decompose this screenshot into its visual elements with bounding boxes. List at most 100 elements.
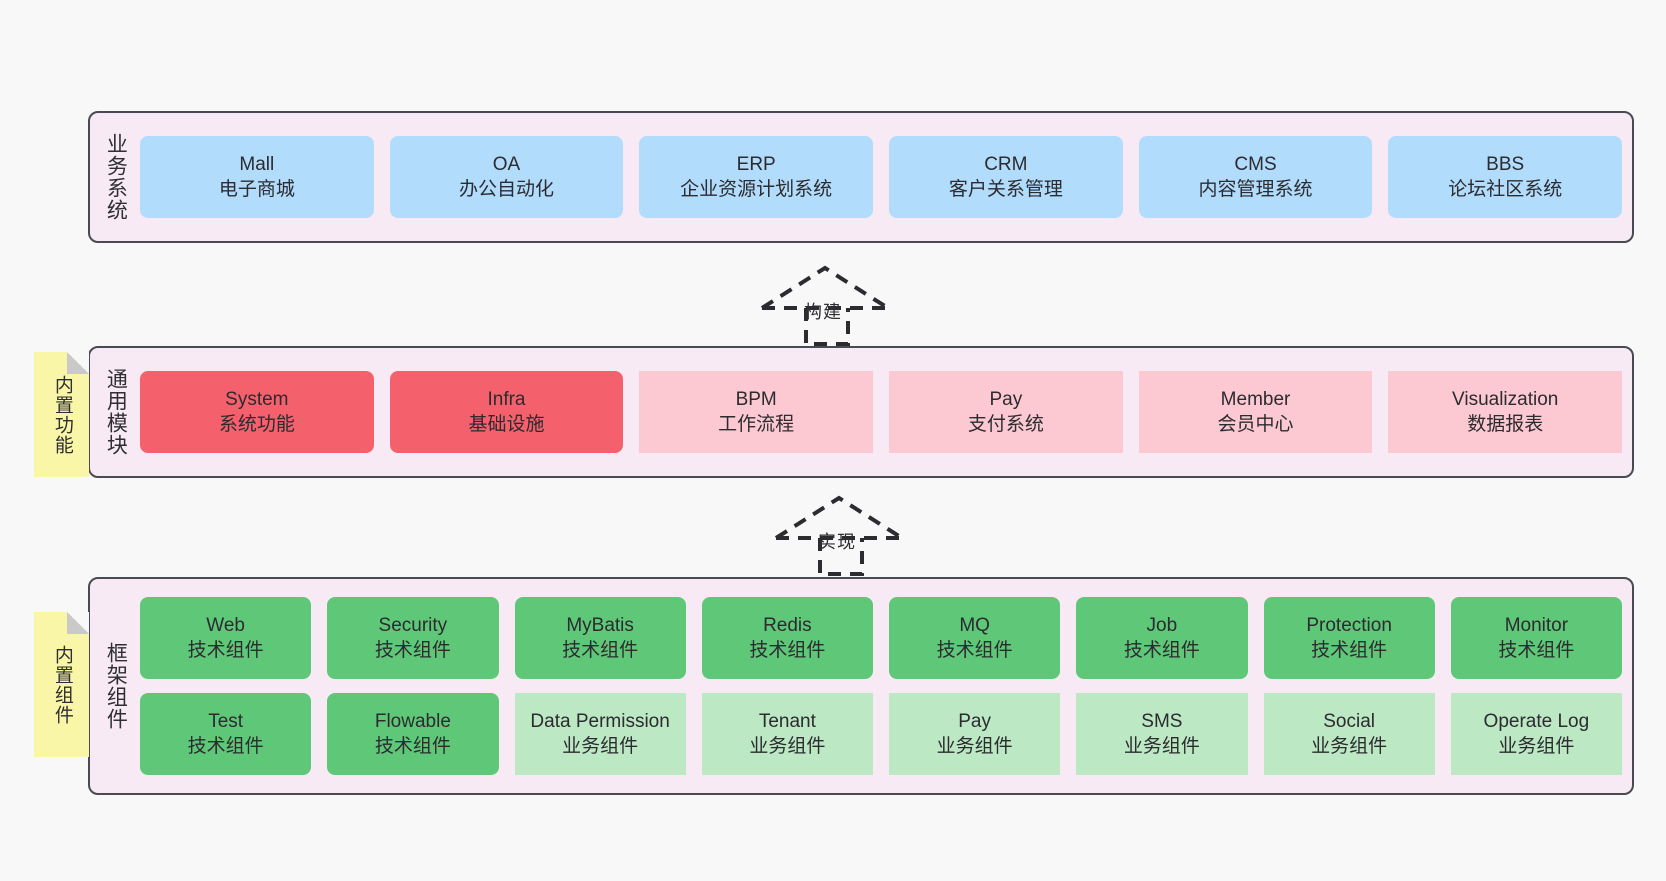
framework-row-tech: Web 技术组件 Security 技术组件 MyBatis 技术组件 Redi… [140,597,1622,679]
node-label-en: Pay [958,710,991,732]
node-label-en: ERP [736,153,776,175]
node-label-en: OA [492,153,521,175]
node-label-cn: 办公自动化 [459,179,555,200]
arrowhead-triangle-dashed [760,265,890,310]
node-tenant[interactable]: Tenant 业务组件 [701,693,873,775]
node-label-en: Member [1220,388,1291,410]
layer-framework-components: 框架组件 Web 技术组件 Security 技术组件 MyBatis 技术组件… [88,577,1634,795]
connector-implement-arrow [774,495,904,576]
connector-build-arrow [760,265,890,346]
business-row: Mall 电子商城 OA 办公自动化 ERP 企业资源计划系统 CRM 客户关系… [140,136,1623,218]
note-fold-corner-icon [67,612,89,634]
node-label-cn: 会员中心 [1217,414,1294,435]
layer-business-title: 业务系统 [104,133,128,221]
node-monitor[interactable]: Monitor 技术组件 [1450,597,1622,679]
node-label-cn: 技术组件 [374,736,451,757]
node-label-en: BPM [735,388,777,410]
node-label-cn: 数据报表 [1467,414,1544,435]
node-label-en: Operate Log [1483,710,1590,732]
node-label-en: MyBatis [566,614,634,636]
node-label-cn: 客户关系管理 [948,179,1063,200]
connector-build-label: 构建 [804,302,842,322]
node-label-en: Tenant [758,710,816,732]
node-sms[interactable]: SMS 业务组件 [1076,693,1248,775]
node-member[interactable]: Member 会员中心 [1138,371,1373,453]
node-label-cn: 内容管理系统 [1198,179,1313,200]
node-label-cn: 论坛社区系统 [1448,179,1563,200]
framework-row-business: Test 技术组件 Flowable 技术组件 Data Permission … [140,693,1622,775]
node-pay-component[interactable]: Pay 业务组件 [889,693,1061,775]
node-social[interactable]: Social 业务组件 [1263,693,1435,775]
layer-common-title: 通用模块 [104,368,128,456]
node-system[interactable]: System 系统功能 [140,371,374,453]
node-label-cn: 技术组件 [562,640,639,661]
node-label-cn: 基础设施 [468,414,545,435]
node-label-en: CMS [1234,153,1277,175]
node-infra[interactable]: Infra 基础设施 [389,371,624,453]
node-label-cn: 工作流程 [718,414,795,435]
connector-build: 构建 [758,262,908,346]
node-crm[interactable]: CRM 客户关系管理 [889,136,1123,218]
connector-implement-label: 实现 [818,532,856,552]
node-label-en: SMS [1141,710,1183,732]
note-builtin-components: 内置组件 [34,612,89,757]
node-label-cn: 技术组件 [187,640,264,661]
node-label-cn: 业务组件 [749,736,826,757]
node-label-en: Job [1146,614,1178,636]
node-label-cn: 业务组件 [562,736,639,757]
arrowhead-triangle-dashed [774,495,904,540]
node-label-en: Web [206,614,245,636]
node-mq[interactable]: MQ 技术组件 [889,597,1061,679]
node-job[interactable]: Job 技术组件 [1076,597,1248,679]
node-bbs[interactable]: BBS 论坛社区系统 [1388,136,1623,218]
node-label-en: Mall [239,153,275,175]
node-security[interactable]: Security 技术组件 [327,597,499,679]
node-oa[interactable]: OA 办公自动化 [389,136,624,218]
note-label: 内置功能 [51,374,73,455]
connector-stem-dashed [804,308,850,346]
node-bpm[interactable]: BPM 工作流程 [639,371,874,453]
node-label-en: Pay [989,388,1023,410]
layer-framework-title: 框架组件 [104,642,128,730]
node-label-cn: 技术组件 [374,640,451,661]
node-label-en: MQ [959,614,990,636]
layer-framework-body: Web 技术组件 Security 技术组件 MyBatis 技术组件 Redi… [132,587,1622,785]
node-label-en: Test [208,710,244,732]
node-erp[interactable]: ERP 企业资源计划系统 [639,136,874,218]
node-label-cn: 支付系统 [967,414,1044,435]
node-protection[interactable]: Protection 技术组件 [1263,597,1435,679]
node-operate-log[interactable]: Operate Log 业务组件 [1450,693,1622,775]
node-redis[interactable]: Redis 技术组件 [701,597,873,679]
layer-business-body: Mall 电子商城 OA 办公自动化 ERP 企业资源计划系统 CRM 客户关系… [132,121,1623,233]
node-data-permission[interactable]: Data Permission 业务组件 [514,693,686,775]
node-cms[interactable]: CMS 内容管理系统 [1138,136,1373,218]
node-label-en: Data Permission [530,710,670,732]
node-label-en: Redis [763,614,812,636]
node-label-en: Infra [487,388,526,410]
note-builtin-features: 内置功能 [34,352,89,477]
connector-stem-dashed [818,538,864,576]
layer-common-modules: 通用模块 System 系统功能 Infra 基础设施 BPM 工作流程 Pay… [88,346,1634,478]
node-label-cn: 业务组件 [1311,736,1388,757]
note-label: 内置组件 [51,644,73,725]
node-label-en: Protection [1306,614,1392,636]
node-mall[interactable]: Mall 电子商城 [140,136,374,218]
node-flowable[interactable]: Flowable 技术组件 [327,693,499,775]
layer-business-systems: 业务系统 Mall 电子商城 OA 办公自动化 ERP 企业资源计划系统 CRM… [88,111,1634,243]
node-label-cn: 企业资源计划系统 [680,179,833,200]
node-mybatis[interactable]: MyBatis 技术组件 [514,597,686,679]
node-label-en: Flowable [374,710,451,732]
node-label-cn: 业务组件 [936,736,1013,757]
node-pay-module[interactable]: Pay 支付系统 [889,371,1123,453]
node-label-cn: 技术组件 [1123,640,1200,661]
node-label-cn: 技术组件 [1498,640,1575,661]
node-label-en: System [225,388,289,410]
common-row: System 系统功能 Infra 基础设施 BPM 工作流程 Pay 支付系统… [140,371,1623,453]
node-label-cn: 技术组件 [936,640,1013,661]
node-label-cn: 系统功能 [218,414,295,435]
node-label-en: Security [378,614,448,636]
node-label-en: BBS [1486,153,1525,175]
node-web[interactable]: Web 技术组件 [140,597,312,679]
node-test[interactable]: Test 技术组件 [140,693,312,775]
node-visualization[interactable]: Visualization 数据报表 [1388,371,1623,453]
